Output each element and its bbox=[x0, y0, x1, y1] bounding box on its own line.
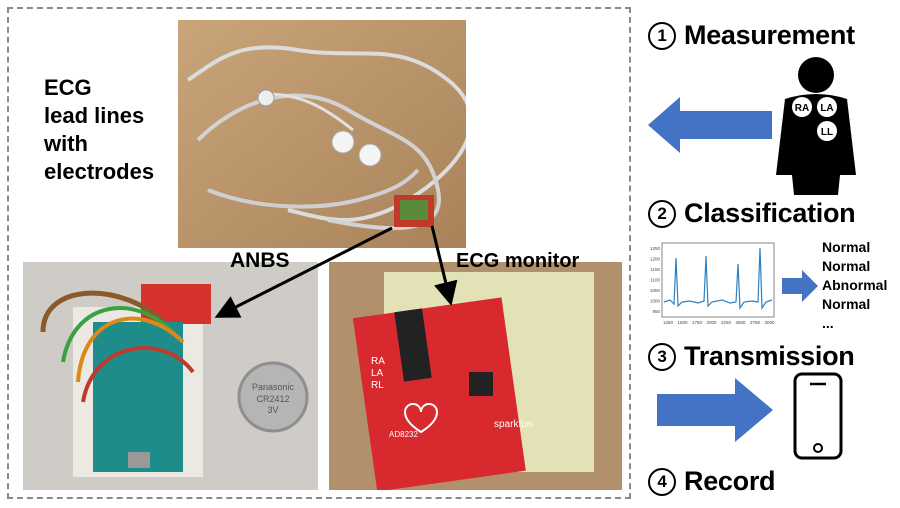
board-brand: sparkfun bbox=[494, 419, 532, 430]
y-tick-label: 1250 bbox=[650, 246, 660, 251]
battery-brand: Panasonic bbox=[252, 382, 295, 392]
x-tick-label: 3000 bbox=[764, 320, 775, 325]
result-item: Normal bbox=[822, 258, 871, 274]
pin-la: LA bbox=[371, 368, 384, 379]
ecg-monitor-photo: RA LA RL AD8232 sparkfun bbox=[329, 262, 622, 490]
x-tick-label: 1500 bbox=[677, 320, 688, 325]
classification-results: Normal Normal Abnormal Normal ... bbox=[822, 238, 887, 333]
y-tick-label: 1200 bbox=[650, 257, 660, 262]
pin-ra: RA bbox=[371, 356, 385, 367]
ecg-signal-line bbox=[663, 247, 773, 310]
person-head-icon bbox=[798, 57, 834, 93]
electrode-ra: RA bbox=[795, 103, 809, 114]
x-tick-label: 1750 bbox=[692, 320, 703, 325]
x-tick-label: 1250 bbox=[663, 320, 674, 325]
x-tick-label: 2000 bbox=[706, 320, 717, 325]
battery-model: CR2412 bbox=[256, 394, 289, 404]
person-body-icon bbox=[776, 94, 856, 195]
y-tick-label: 1050 bbox=[650, 288, 660, 293]
measurement-graphic: RA LA LL bbox=[648, 57, 856, 195]
result-item: Normal bbox=[822, 296, 871, 312]
anbs-photo: Panasonic CR2412 3V bbox=[23, 262, 318, 490]
ecg-lead-label: ECG lead lines with electrodes bbox=[44, 75, 155, 184]
result-item: ... bbox=[822, 315, 834, 331]
x-tick-label: 2750 bbox=[750, 320, 761, 325]
electrode-ll: LL bbox=[821, 127, 833, 138]
battery-voltage: 3V bbox=[267, 405, 278, 415]
result-item: Normal bbox=[822, 239, 871, 255]
classify-arrow bbox=[782, 270, 818, 302]
ecg-monitor-drawing: RA LA RL AD8232 sparkfun bbox=[329, 262, 622, 490]
y-tick-label: 950 bbox=[652, 309, 660, 314]
y-tick-label: 1150 bbox=[650, 267, 660, 272]
arrow-to-anbs bbox=[214, 226, 393, 318]
arrow-right-icon bbox=[782, 270, 818, 302]
pin-rl: RL bbox=[371, 380, 384, 391]
result-item: Abnormal bbox=[822, 277, 888, 293]
x-tick-label: 2250 bbox=[721, 320, 732, 325]
ecg-lead-lines-photo bbox=[178, 20, 466, 248]
anbs-label: ANBS bbox=[230, 249, 290, 272]
y-tick-label: 1000 bbox=[650, 299, 660, 304]
anbs-drawing: Panasonic CR2412 3V bbox=[23, 262, 318, 490]
electrode-la: LA bbox=[820, 103, 833, 114]
smartphone-icon bbox=[793, 372, 843, 460]
board-model: AD8232 bbox=[389, 430, 418, 439]
y-tick-label: 1100 bbox=[650, 278, 660, 283]
ecg-monitor-label: ECG monitor bbox=[456, 250, 580, 272]
arrow-to-monitor bbox=[430, 225, 458, 306]
hardware-group-frame bbox=[7, 7, 631, 499]
arrow-left-icon bbox=[648, 97, 772, 153]
ecg-lead-lines-drawing bbox=[178, 20, 466, 248]
transmission-graphic bbox=[657, 372, 843, 460]
x-tick-label: 2500 bbox=[735, 320, 746, 325]
arrow-right-icon bbox=[657, 378, 773, 442]
